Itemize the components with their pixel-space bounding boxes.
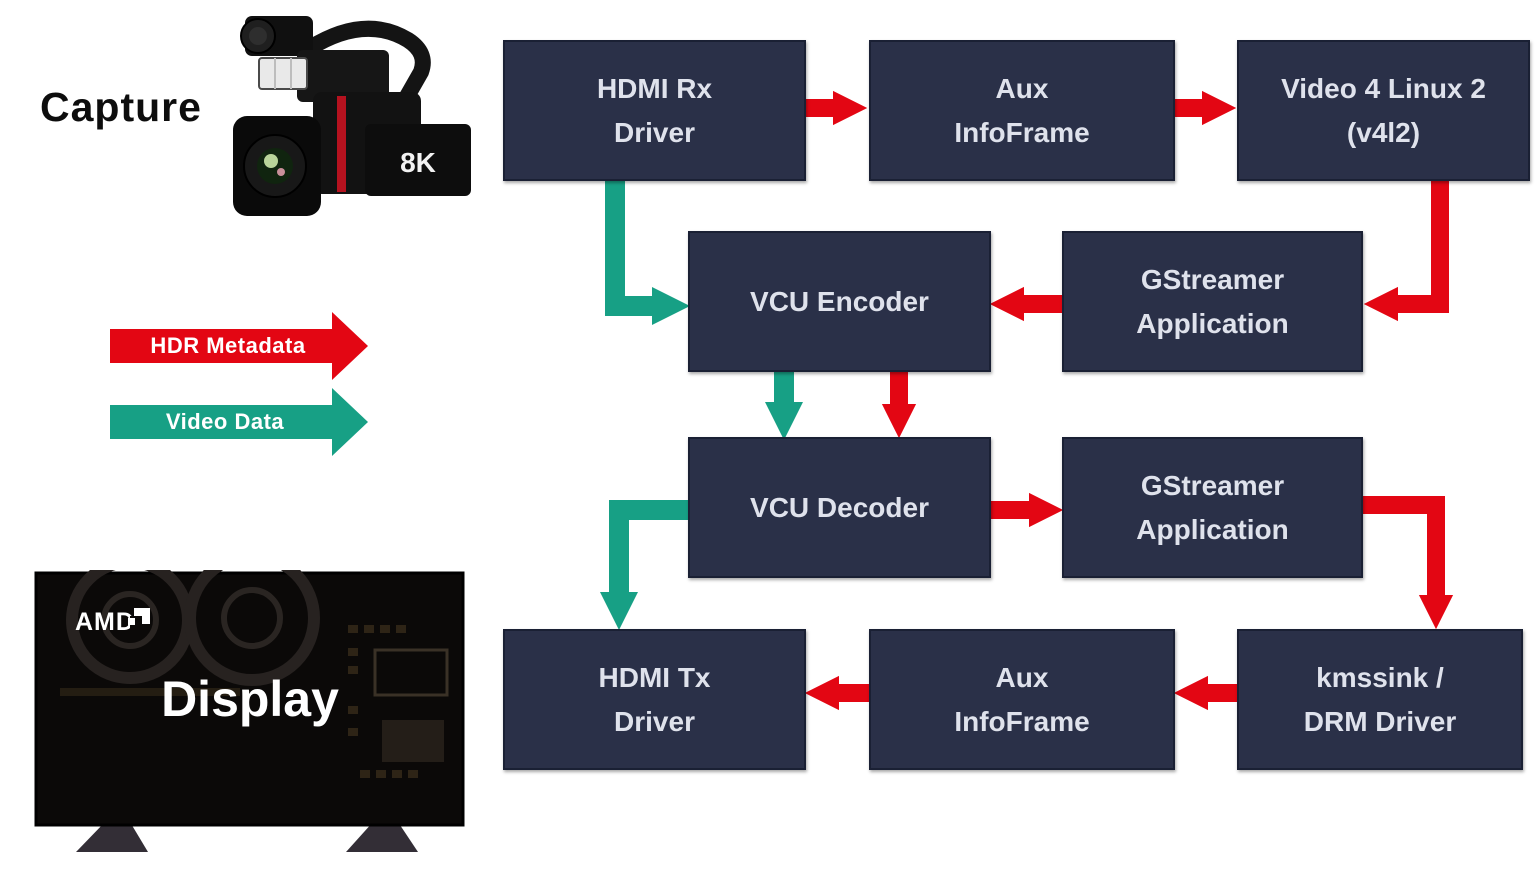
- legend-hdr-metadata-label: HDR Metadata: [150, 333, 306, 358]
- node-kmssink-drm-driver: kmssink / DRM Driver: [1237, 629, 1523, 770]
- node-label-line: HDMI Tx: [598, 661, 711, 693]
- node-aux-infoframe-bottom: Aux InfoFrame: [869, 629, 1175, 770]
- node-label-line: Application: [1136, 513, 1289, 545]
- node-label-line: Video 4 Linux 2: [1281, 72, 1486, 104]
- node-label-line: DRM Driver: [1303, 705, 1457, 737]
- node-label-line: GStreamer: [1140, 469, 1285, 501]
- node-hdmi-rx-driver: HDMI Rx Driver: [503, 40, 806, 181]
- display-caption: Display: [161, 671, 339, 727]
- node-label-line: (v4l2): [1346, 116, 1421, 148]
- node-label-line: HDMI Rx: [596, 72, 713, 104]
- legend-hdr-arrow: [110, 312, 368, 380]
- node-label-line: Aux: [995, 661, 1049, 693]
- node-hdmi-tx-driver: HDMI Tx Driver: [503, 629, 806, 770]
- tv-icon: AMD Display: [34, 550, 465, 852]
- camera-icon: 8K: [233, 16, 471, 216]
- legend-video-arrow: [110, 388, 368, 456]
- capture-camera-image: 8K: [225, 0, 480, 240]
- amd-logo: AMD: [75, 608, 150, 636]
- node-label-line: kmssink /: [1316, 661, 1444, 693]
- node-label-line: Application: [1136, 307, 1289, 339]
- node-aux-infoframe-top: Aux InfoFrame: [869, 40, 1175, 181]
- node-label-line: VCU Encoder: [750, 285, 929, 317]
- arrow-v4l2-to-gstreamer: [1363, 181, 1449, 322]
- display-monitor-image: AMD Display: [30, 550, 470, 870]
- arrow-hdmirx-to-vcuencoder-video: [605, 181, 690, 325]
- arrow-vcudecoder-to-hdmitx-video: [600, 500, 688, 630]
- node-label-line: Aux: [995, 72, 1049, 104]
- node-vcu-encoder: VCU Encoder: [688, 231, 991, 372]
- node-label-line: GStreamer: [1140, 263, 1285, 295]
- node-video4linux2: Video 4 Linux 2 (v4l2): [1237, 40, 1530, 181]
- node-label-line: VCU Decoder: [750, 491, 929, 523]
- node-label-line: InfoFrame: [954, 705, 1090, 737]
- node-label-line: InfoFrame: [954, 116, 1090, 148]
- camera-8k-badge: 8K: [400, 147, 436, 178]
- node-label-line: Driver: [614, 705, 695, 737]
- legend-video-data-label: Video Data: [165, 409, 285, 434]
- amd-logo-text: AMD: [75, 608, 135, 636]
- node-gstreamer-application-bottom: GStreamer Application: [1062, 437, 1363, 578]
- node-vcu-decoder: VCU Decoder: [688, 437, 991, 578]
- node-label-line: Driver: [614, 116, 695, 148]
- node-gstreamer-application-top: GStreamer Application: [1062, 231, 1363, 372]
- arrow-gstreamer-to-kmssink: [1363, 496, 1454, 630]
- capture-caption: Capture: [40, 84, 202, 130]
